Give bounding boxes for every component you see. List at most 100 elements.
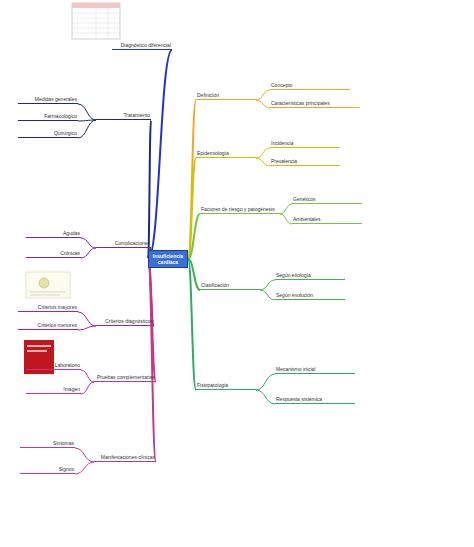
image-line <box>27 345 51 347</box>
figure-lines <box>30 292 66 295</box>
branch-topic: Prevalencia <box>270 158 340 166</box>
topic-text: Según evolución <box>276 292 344 298</box>
image-block <box>24 340 54 374</box>
topic-text: Mecanismo inicial <box>276 366 354 372</box>
topic-text: Complicaciones <box>97 240 150 246</box>
branch-topic: Diagnóstico diferencial <box>112 42 172 50</box>
branch-topic: Complicaciones <box>96 240 151 248</box>
topic-text: Insuficiencia cardiaca <box>151 253 185 265</box>
topic-text: Criterios mayores <box>19 304 77 310</box>
topic-text: Factores de riesgo y patogénesis <box>201 206 279 212</box>
branch-topic: Ambientales <box>292 216 362 224</box>
branch-topic: Definición <box>196 92 256 100</box>
branch-connector <box>75 448 94 462</box>
topic-text: Crónicas <box>27 250 80 256</box>
table-thumbnail <box>72 3 120 39</box>
central-topic: Insuficiencia cardiaca <box>148 250 188 268</box>
topic-text: Características principales <box>271 100 359 106</box>
topic-text: Epidemiología <box>197 150 255 156</box>
topic-text: Laboratorio <box>27 362 80 368</box>
branch-topic: Manifestaciones clínicas <box>94 454 156 462</box>
topic-text: Respuesta sistémica <box>276 396 354 402</box>
branch-topic: Tratamiento <box>96 112 151 120</box>
connectors <box>75 50 292 474</box>
topic-text: Síntomas <box>21 440 74 446</box>
branch-topic: Criterios diagnósticos <box>96 318 154 326</box>
branch-connector <box>256 90 270 100</box>
topic-text: Diagnóstico diferencial <box>113 42 171 48</box>
branch-connector <box>81 370 94 382</box>
branch-connector <box>256 158 270 166</box>
branch-topic: Medidas generales <box>18 96 78 104</box>
branch-topic: Incidencia <box>270 140 340 148</box>
branch-topic: Síntomas <box>20 440 75 448</box>
branch-topic: Signos <box>20 466 75 474</box>
branch-topic: Agudas <box>26 230 81 238</box>
topic-text: Medidas generales <box>19 96 77 102</box>
branch-connector <box>81 248 96 258</box>
branch-connector <box>148 50 172 259</box>
branch-topic: Según evolución <box>275 292 345 300</box>
branch-topic: Mecanismo inicial <box>275 366 355 374</box>
branch-connector <box>280 204 292 214</box>
topic-text: Tratamiento <box>97 112 150 118</box>
figure-shape <box>39 278 49 288</box>
branch-connector <box>78 312 96 326</box>
branch-connector <box>280 214 292 224</box>
branch-connector <box>81 238 96 248</box>
branch-topic: Epidemiología <box>196 150 256 158</box>
branch-connector <box>256 100 270 108</box>
table-frame <box>72 3 120 39</box>
topic-text: Agudas <box>27 230 80 236</box>
topic-text: Genéticos <box>293 196 361 202</box>
branch-topic: Clasificación <box>200 282 260 290</box>
topic-text: Fisiopatología <box>197 382 255 388</box>
topic-text: Criterios menores <box>19 322 77 328</box>
branch-connector <box>260 280 275 290</box>
branch-topic: Características principales <box>270 100 360 108</box>
branch-topic: Laboratorio <box>26 362 81 370</box>
topic-text: Pruebas complementarias <box>95 374 155 380</box>
topic-text: Criterios diagnósticos <box>97 318 153 324</box>
branch-connector <box>260 290 275 300</box>
topic-text: Ambientales <box>293 216 361 222</box>
image-line <box>27 350 47 352</box>
branch-topic: Crónicas <box>26 250 81 258</box>
branch-topic: Genéticos <box>292 196 362 204</box>
topic-text: Manifestaciones clínicas <box>95 454 155 460</box>
branch-topic: Fisiopatología <box>196 382 256 390</box>
branch-connector <box>256 390 275 404</box>
branch-topic: Según etiología <box>275 272 345 280</box>
topic-text: Incidencia <box>271 140 339 146</box>
topic-text: Definición <box>197 92 255 98</box>
branch-connector <box>188 259 196 390</box>
branch-topic: Quirúrgico <box>18 130 78 138</box>
branch-connector <box>81 382 94 394</box>
branch-connector <box>78 104 96 120</box>
topic-text: Quirúrgico <box>19 130 77 136</box>
branch-topic: Criterios mayores <box>18 304 78 312</box>
branch-connector <box>78 326 96 330</box>
branch-connector <box>188 214 200 259</box>
figure-thumbnail <box>26 272 70 298</box>
branch-topic: Respuesta sistémica <box>275 396 355 404</box>
table-grid <box>72 3 120 39</box>
figure-frame <box>26 272 70 298</box>
topic-text: Farmacológico <box>19 113 77 119</box>
branch-connector <box>256 374 275 390</box>
branch-topic: Criterios menores <box>18 322 78 330</box>
branch-connector <box>148 259 156 462</box>
branch-connector <box>148 120 151 259</box>
branch-topic: Farmacológico <box>18 113 78 121</box>
topic-text: Según etiología <box>276 272 344 278</box>
topic-text: Clasificación <box>201 282 259 288</box>
branch-topic: Concepto <box>270 82 350 90</box>
branch-topic: Pruebas complementarias <box>94 374 156 382</box>
branch-connector <box>75 462 94 474</box>
topic-text: Prevalencia <box>271 158 339 164</box>
branch-connector <box>78 120 96 138</box>
branch-connector <box>256 148 270 158</box>
red-thumbnail <box>24 340 54 374</box>
